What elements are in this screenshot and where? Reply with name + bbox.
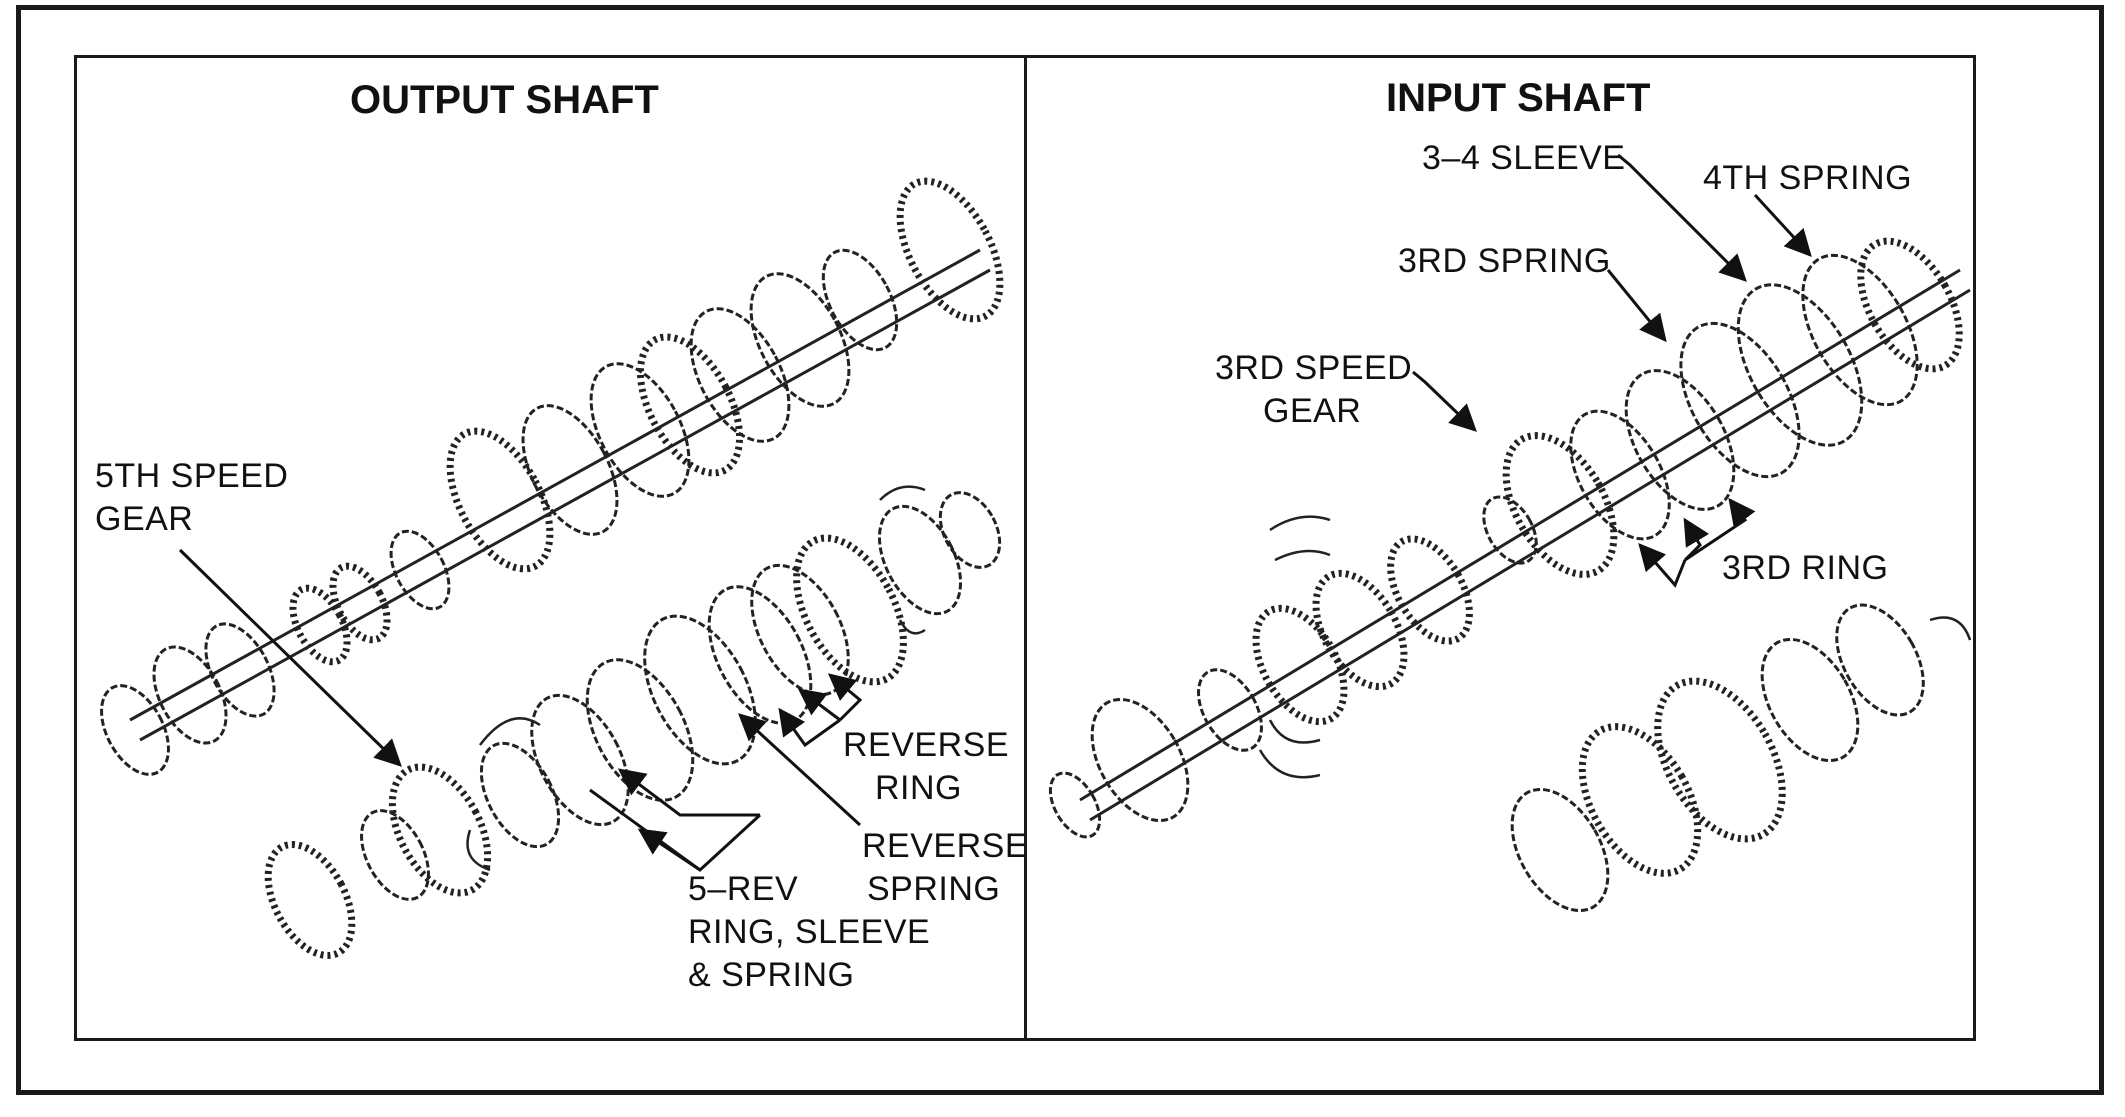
label-5th-speed-gear-line1: 5TH SPEED [95, 457, 289, 495]
label-3rd-speed-gear-line1: 3RD SPEED [1215, 349, 1413, 387]
label-reverse-spring-line2: SPRING [867, 870, 1001, 908]
output-shaft-title: OUTPUT SHAFT [350, 78, 659, 122]
label-5-rev-line2: RING, SLEEVE [688, 913, 931, 951]
label-3-4-sleeve: 3–4 SLEEVE [1422, 139, 1626, 177]
label-5-rev-line1: 5–REV [688, 870, 799, 908]
label-reverse-ring-line2: RING [875, 769, 962, 807]
label-5th-speed-gear-line2: GEAR [95, 500, 194, 538]
output-exploded-parts [264, 485, 1002, 959]
label-3rd-ring: 3RD RING [1722, 549, 1889, 587]
input-lower-cluster [1510, 603, 1972, 913]
output-leader-lines [178, 548, 863, 872]
label-4th-spring: 4TH SPRING [1703, 159, 1913, 197]
label-5-rev-line3: & SPRING [688, 956, 855, 994]
label-3rd-speed-gear-line2: GEAR [1263, 392, 1362, 430]
panel-divider [1024, 57, 1027, 1039]
label-reverse-spring-line1: REVERSE [862, 827, 1028, 865]
inner-frame [74, 55, 1976, 1041]
input-leader-lines [1412, 153, 1812, 588]
outer-frame [16, 5, 2104, 1095]
label-3rd-spring: 3RD SPRING [1398, 242, 1611, 280]
input-shaft-title: INPUT SHAFT [1386, 76, 1651, 120]
label-reverse-ring-line1: REVERSE [843, 726, 1009, 764]
input-main-shaft [1048, 237, 1971, 839]
